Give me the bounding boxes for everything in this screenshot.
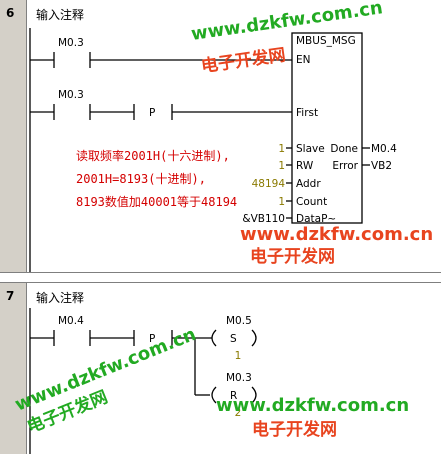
pin-datap: DataP~ xyxy=(296,213,336,225)
value-rw[interactable]: 1 xyxy=(278,160,285,172)
mbus-msg-block[interactable] xyxy=(291,32,363,224)
watermark-cn: 电子开发网 xyxy=(200,44,287,77)
watermark-url: www.dzkfw.com.cn xyxy=(216,395,409,416)
coil-s-left[interactable] xyxy=(211,329,217,347)
coil-r-right[interactable] xyxy=(251,386,257,404)
coil-s-right[interactable] xyxy=(251,329,257,347)
network-separator xyxy=(0,272,441,283)
network-comment[interactable]: 输入注释 xyxy=(36,8,85,22)
watermark-cn: 电子开发网 xyxy=(250,246,335,267)
pin-rw: RW xyxy=(296,160,314,172)
first-pin: First xyxy=(296,107,318,119)
pin-done: Done xyxy=(330,143,358,155)
network-7[interactable]: 7 输入注释 M0.4 P M0.5 S 1 M0.3 R 2 www.dzkf… xyxy=(0,283,441,454)
coil-type: R xyxy=(230,390,237,402)
value-addr[interactable]: 48194 xyxy=(252,178,286,190)
note-line-2: 2001H=8193(十进制), xyxy=(76,172,206,186)
coil-address: M0.3 xyxy=(226,372,252,384)
network-number: 7 xyxy=(6,289,15,303)
ladder-diagram-network-7: M0.4 P M0.5 S 1 M0.3 R 2 www.dzkfw.com.c… xyxy=(12,308,409,454)
block-name: MBUS_MSG xyxy=(296,35,356,47)
value-slave[interactable]: 1 xyxy=(278,143,285,155)
pin-slave: Slave xyxy=(296,143,325,155)
network-gutter xyxy=(0,283,27,454)
watermark-url: www.dzkfw.com.cn xyxy=(240,224,433,245)
coil-r-left[interactable] xyxy=(211,386,217,404)
network-gutter xyxy=(0,0,27,272)
contact-address: M0.3 xyxy=(58,37,84,49)
contact-address: M0.3 xyxy=(58,89,84,101)
p-transition-label: P xyxy=(149,107,155,119)
value-datap[interactable]: &VB110 xyxy=(242,213,285,225)
value-error[interactable]: VB2 xyxy=(371,160,392,172)
note-line-3: 8193数值加40001等于48194 xyxy=(76,194,237,209)
coil-count[interactable]: 2 xyxy=(235,407,242,419)
p-transition-label: P xyxy=(149,333,155,345)
en-pin: EN xyxy=(296,54,311,66)
watermark-cn: 电子开发网 xyxy=(252,419,337,440)
value-count[interactable]: 1 xyxy=(278,196,285,208)
pin-addr: Addr xyxy=(296,178,321,190)
coil-address: M0.5 xyxy=(226,315,252,327)
network-number: 6 xyxy=(6,6,15,20)
pin-count: Count xyxy=(296,196,327,208)
value-done[interactable]: M0.4 xyxy=(371,143,397,155)
contact-address: M0.4 xyxy=(58,315,84,327)
coil-count[interactable]: 1 xyxy=(235,350,242,362)
ladder-diagram-network-6: M0.3 M0.3 P MBUS_MSG EN First Slave RW A… xyxy=(29,0,433,272)
network-comment[interactable]: 输入注释 xyxy=(36,291,85,305)
coil-type: S xyxy=(230,333,237,345)
network-6[interactable]: 6 输入注释 M0.3 M0.3 P MBUS_MSG EN First Sla… xyxy=(0,0,441,272)
note-line-1: 读取频率2001H(十六进制), xyxy=(76,148,230,163)
pin-error: Error xyxy=(332,160,358,172)
